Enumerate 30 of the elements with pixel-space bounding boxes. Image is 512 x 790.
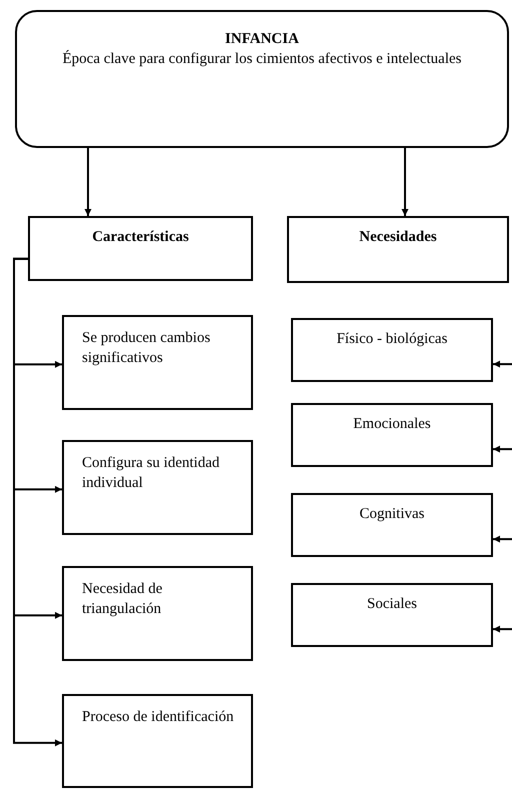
- process-box: [291, 493, 493, 557]
- arrow: [84, 148, 92, 216]
- process-box: [291, 403, 493, 467]
- box-text: Proceso de identificación: [82, 708, 234, 727]
- arrow: [493, 626, 512, 633]
- rounded-box: [15, 10, 509, 148]
- process-box: [287, 216, 509, 283]
- heading: INFANCIA: [225, 30, 299, 49]
- arrow: [402, 148, 408, 216]
- box-text: Emocionales: [353, 415, 431, 434]
- process-box: [28, 216, 253, 281]
- box-text: Cognitivas: [359, 505, 424, 524]
- arrow: [493, 446, 512, 453]
- process-box: [62, 566, 253, 661]
- arrow: [13, 258, 62, 746]
- box-text: Físico - biológicas: [336, 330, 448, 349]
- box-text: Época clave para configurar los cimientos afectivos e intelectuales: [62, 50, 462, 68]
- process-box: [62, 694, 253, 788]
- arrow: [493, 536, 512, 543]
- process-box: [291, 583, 493, 647]
- process-box: [291, 318, 493, 382]
- process-box: [62, 315, 253, 410]
- box-text: Sociales: [367, 595, 417, 614]
- box-text: Se producen cambios significativos: [82, 329, 212, 368]
- heading: Características: [92, 228, 189, 247]
- box-text: Configura su identidad individual: [82, 454, 220, 492]
- process-box: [62, 440, 253, 535]
- heading: Necesidades: [359, 228, 437, 247]
- arrow: [493, 360, 512, 368]
- box-text: Necesidad de triangulación: [82, 580, 164, 618]
